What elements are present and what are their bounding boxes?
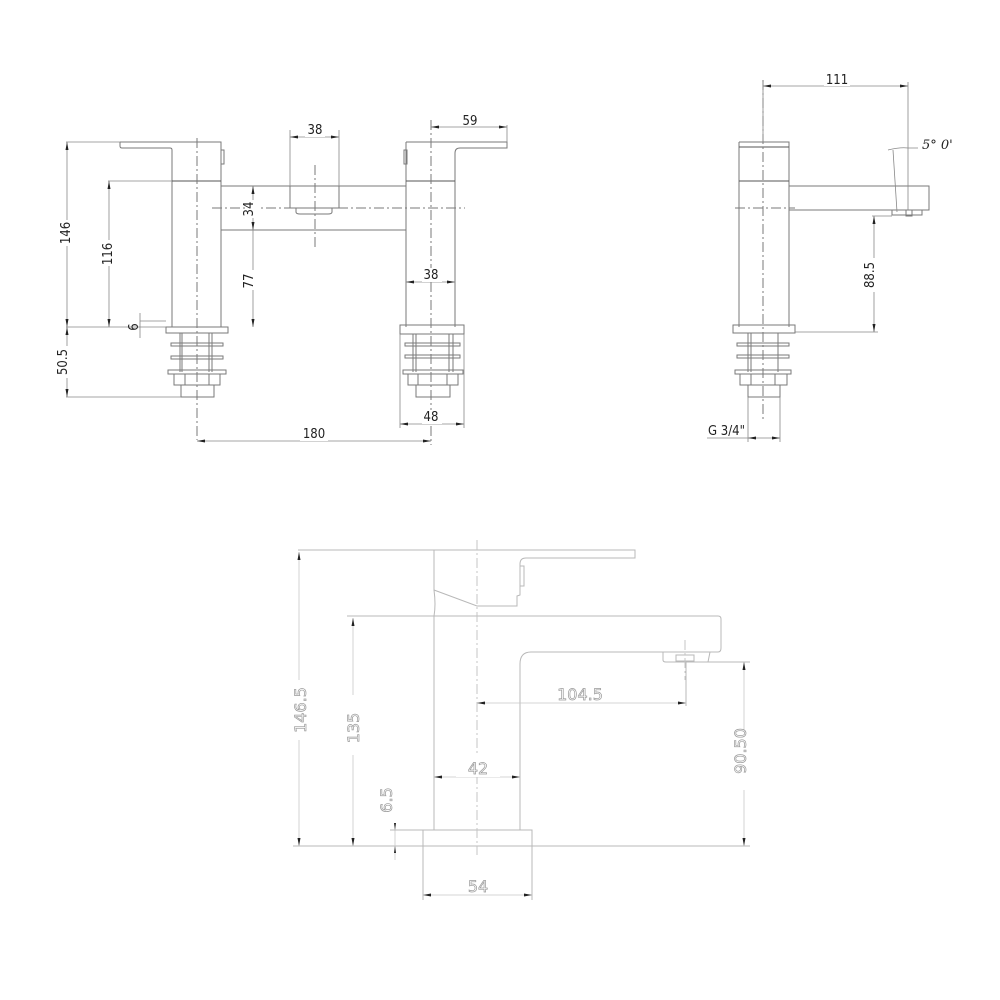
basin-view: 146.5 135 6.5 104.5 90.50 42 xyxy=(286,540,756,900)
dim-basin-outlet-height: 90.50 xyxy=(731,728,750,774)
dim-basin-body-width: 42 xyxy=(468,759,488,778)
front-view: 146 116 6 50.5 34 77 38 xyxy=(56,114,508,445)
right-pillar xyxy=(399,120,508,445)
basin-view-dimensions: 146.5 135 6.5 104.5 90.50 42 xyxy=(286,549,756,900)
left-pillar xyxy=(119,138,229,440)
dim-basin-total-height: 146.5 xyxy=(291,687,310,733)
dim-lever-length: 59 xyxy=(463,114,478,129)
dim-basin-base-width: 54 xyxy=(468,877,488,896)
dim-basin-spout-reach: 104.5 xyxy=(557,685,603,704)
dim-thread: G 3/4" xyxy=(708,424,745,439)
dim-basin-base-height: 6.5 xyxy=(377,787,396,812)
dim-spout-reach: 111 xyxy=(826,73,848,88)
side-view-dimensions: 111 5° 0' 88.5 G 3/4" xyxy=(707,72,953,442)
dim-base-width: 48 xyxy=(424,410,439,425)
dim-bridge-height: 34 xyxy=(242,202,257,217)
dim-angle: 5° 0' xyxy=(922,138,953,153)
dim-spout-height: 116 xyxy=(101,243,116,265)
dim-basin-spout-top: 135 xyxy=(344,713,363,744)
dim-centres: 180 xyxy=(303,427,325,442)
front-view-dimensions: 146 116 6 50.5 34 77 38 xyxy=(56,114,508,443)
dim-total-height: 146 xyxy=(59,222,74,244)
dim-body-width: 38 xyxy=(424,268,439,283)
dim-base-thickness: 6 xyxy=(127,323,142,330)
dim-outlet-height: 88.5 xyxy=(863,262,878,288)
dim-outlet-width: 38 xyxy=(308,123,323,138)
side-view: 111 5° 0' 88.5 G 3/4" xyxy=(707,72,953,442)
dim-below-deck: 50.5 xyxy=(56,349,71,375)
dim-bridge-to-base: 77 xyxy=(242,274,257,289)
